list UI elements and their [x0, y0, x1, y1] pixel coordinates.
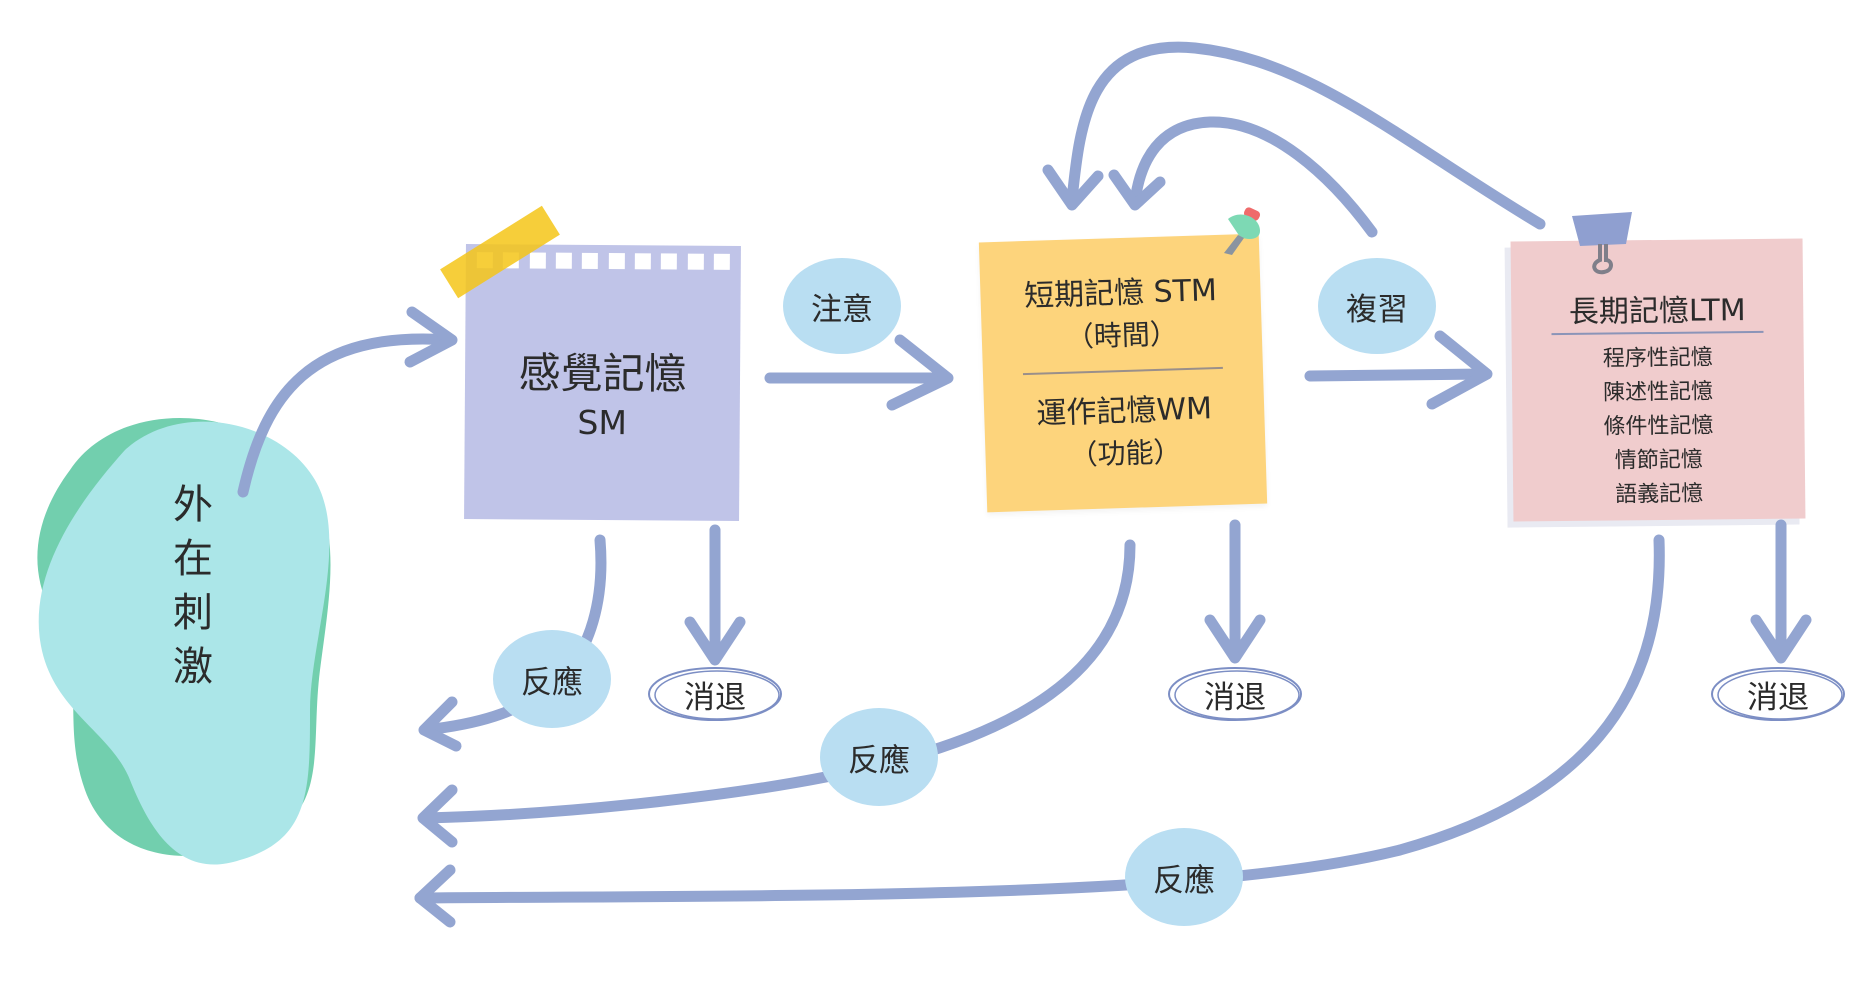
arrow-rehearsal-loop — [1129, 116, 1378, 238]
external-stimulus-blob — [37, 417, 331, 865]
rehearsal-label: 複習 — [1318, 258, 1436, 354]
arrowhead — [418, 696, 462, 752]
arrow-stm-to-ltm — [1304, 368, 1491, 382]
stimulus-char-3: 刺 — [173, 590, 213, 636]
arrowhead — [1108, 169, 1166, 211]
stimulus-char-2: 在 — [173, 536, 213, 582]
arrowhead — [1204, 614, 1266, 664]
sm-decay-text: 消退 — [684, 679, 746, 716]
arrow-ltm-response — [414, 534, 1665, 904]
arrowhead — [1750, 614, 1812, 664]
ltm-decay-label: 消退 — [1708, 663, 1848, 725]
arrow-ltm-to-stm — [1066, 41, 1546, 230]
arrow-stimulus-to-sm — [237, 333, 456, 498]
binder-clip-icon — [1572, 212, 1632, 275]
arrowhead — [1042, 164, 1104, 211]
attention-label: 注意 — [783, 258, 901, 354]
pushpin-icon — [1224, 207, 1261, 255]
stm-response-label: 反應 — [820, 708, 938, 806]
scribble-oval — [648, 667, 782, 721]
stm-decay-label: 消退 — [1165, 663, 1305, 725]
arrowhead — [404, 306, 458, 368]
arrowhead — [886, 334, 954, 411]
stimulus-char-4: 激 — [173, 644, 213, 690]
external-stimulus-label: 外 在 刺 激 — [165, 478, 221, 694]
sm-response-label: 反應 — [493, 630, 611, 728]
ltm-decay-text: 消退 — [1747, 679, 1809, 716]
ltm-response-label: 反應 — [1125, 828, 1243, 926]
arrowhead — [684, 616, 746, 666]
scribble-oval — [1168, 667, 1302, 721]
stimulus-char-1: 外 — [173, 482, 213, 528]
arrowhead — [1426, 330, 1493, 410]
scribble-oval — [1711, 667, 1845, 721]
stm-decay-text: 消退 — [1204, 679, 1266, 716]
arrowhead — [414, 864, 456, 928]
arrowhead — [417, 784, 458, 848]
sm-decay-label: 消退 — [645, 663, 785, 725]
